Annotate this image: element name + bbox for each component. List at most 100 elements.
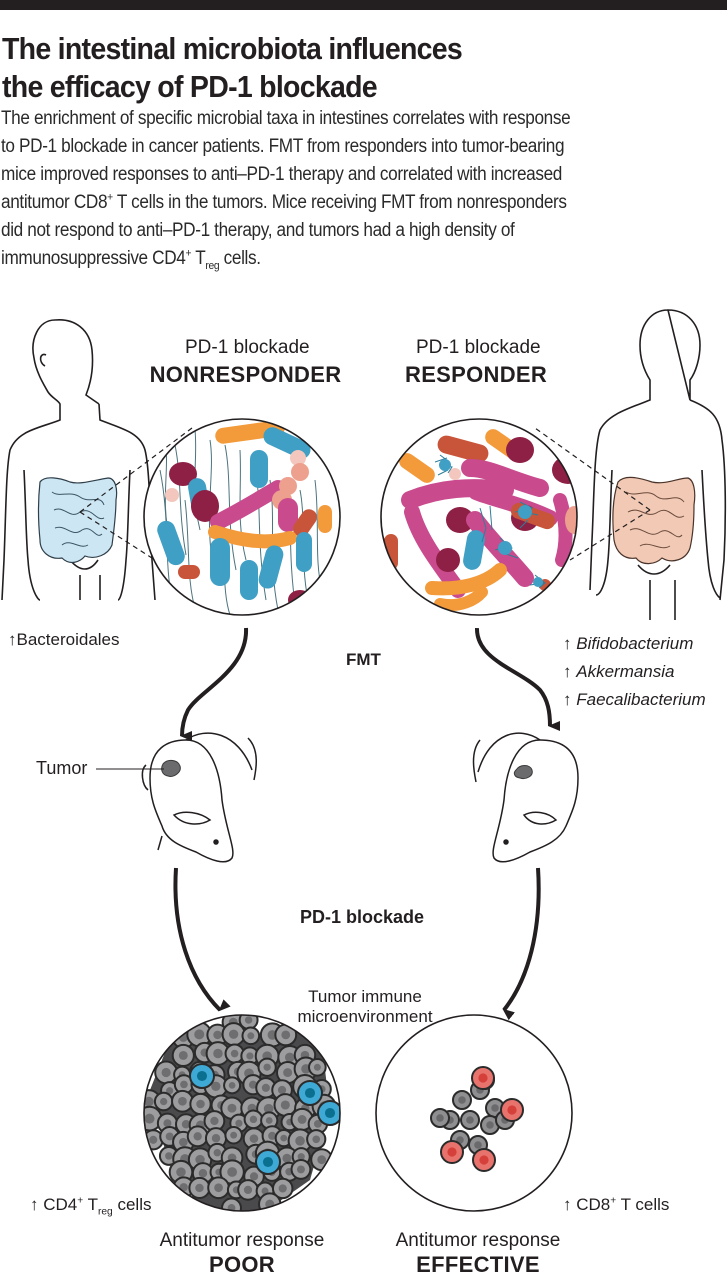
responder-pre-label: PD-1 blockade [416, 337, 541, 358]
tumor-cell-nucleus [179, 1137, 188, 1147]
taxon-item: ↑ Bifidobacterium [563, 630, 706, 658]
tumor-cell-nucleus [195, 1183, 204, 1193]
tumor-cells-poor [144, 1015, 340, 1211]
arrow-fmt-left [180, 627, 249, 742]
tumor-cell-nucleus [149, 1135, 158, 1144]
superscript: + [107, 191, 113, 204]
tumor-responder-icon [513, 765, 533, 779]
cells-text: T cells [616, 1195, 670, 1214]
cd8-t-cell-nucleus [478, 1073, 488, 1083]
tumor-cell-nucleus [317, 1155, 327, 1165]
tumor-cell-nucleus [249, 1172, 259, 1181]
tme-line-1: Tumor immune [308, 987, 422, 1006]
tumor-cell-nucleus [211, 1081, 221, 1092]
taxa-responder: ↑ Bifidobacterium ↑ Akkermansia ↑ Faecal… [563, 630, 706, 714]
tumor-cell-nucleus [166, 1087, 174, 1095]
tumor-cell-nucleus [196, 1099, 205, 1109]
subscript: reg [98, 1206, 113, 1218]
superscript: + [185, 247, 192, 260]
microbiota-circle-responder [380, 418, 578, 616]
summary-line: mice improved responses to anti–PD-1 the… [1, 164, 563, 185]
tumor-cell-nucleus [235, 1119, 243, 1127]
tumor-cell-nucleus [165, 1132, 174, 1141]
effective-result: EFFECTIVE [416, 1252, 540, 1277]
tumor-cell-nucleus [210, 1116, 219, 1126]
summary-fragment: cells. [219, 248, 261, 269]
poor-caption: Antitumor response [159, 1230, 325, 1251]
cd8-t-cell-nucleus [507, 1105, 517, 1115]
tumor-cell-nucleus [268, 1131, 277, 1140]
up-arrow-icon: ↑ [563, 690, 572, 709]
tumor-cell-nucleus [227, 1103, 237, 1113]
human-figure-responder [589, 309, 727, 620]
tumor-cell-nucleus [297, 1115, 307, 1124]
tumor-cell-nucleus [176, 1167, 186, 1177]
tumor-cell-nucleus [277, 1085, 287, 1095]
tumor-cell-nucleus [213, 1048, 223, 1059]
mouse-responder-icon [472, 732, 579, 863]
taxon-name: Bacteroidales [16, 630, 120, 649]
treg-cell-nucleus [304, 1087, 316, 1099]
summary-line: antitumor CD8+ T cells in the tumors. Mi… [1, 189, 689, 217]
summary-line: The enrichment of specific microbial tax… [1, 108, 571, 129]
tumor-cell-nucleus [313, 1120, 322, 1128]
tumor-cell-nucleus [486, 1121, 494, 1129]
tumor-cell-nucleus [178, 1051, 188, 1060]
treg-cell-nucleus [262, 1156, 274, 1168]
taxon-name: Faecalibacterium [576, 690, 706, 709]
arrow-blockade-left [173, 867, 231, 1012]
tumor-cell-nucleus [198, 1168, 208, 1178]
treg-cells-label: ↑ CD4+ Treg cells [30, 1195, 152, 1218]
tumor-cell-nucleus [263, 1063, 271, 1071]
tumor-cell-nucleus [312, 1135, 321, 1144]
tumor-label: Tumor [36, 758, 88, 778]
tumor-circle-poor [143, 1014, 341, 1212]
taxon-item: ↑ Faecalibacterium [563, 686, 706, 714]
human-figure-nonresponder [1, 319, 156, 601]
tumor-cell-nucleus [247, 1032, 255, 1040]
tumor-cell-nucleus [144, 1096, 154, 1107]
title-line-1: The intestinal microbiota influences [2, 31, 463, 66]
tumor-cell-nucleus [144, 1113, 155, 1124]
taxa-nonresponder: ↑Bacteroidales [8, 630, 120, 650]
treg-cell-nucleus [324, 1107, 336, 1119]
tumor-cell-nucleus [296, 1165, 305, 1174]
tumor-cell-nucleus [230, 1049, 239, 1058]
responder-label: RESPONDER [405, 362, 548, 387]
tumor-cell-nucleus [244, 1016, 253, 1024]
tumor-cell-nucleus [280, 1100, 290, 1110]
tumor-cell-nucleus [466, 1116, 474, 1124]
tumor-cell-nucleus [159, 1097, 168, 1106]
summary-fragment: immunosuppressive CD4 [1, 248, 186, 269]
microbiota-circle-nonresponder [143, 418, 341, 616]
cells-text: T [83, 1195, 98, 1214]
tumor-cell-nucleus [281, 1030, 291, 1040]
tumor-cell-nucleus [249, 1134, 259, 1143]
up-arrow-icon: ↑ [30, 1195, 39, 1214]
tumor-cell-nucleus [458, 1096, 466, 1104]
tumor-cell-nucleus [474, 1141, 482, 1149]
intestine-nonresponder-icon [37, 477, 118, 564]
up-arrow-icon: ↑ [8, 630, 17, 649]
tumor-cell-nucleus [195, 1154, 205, 1165]
tumor-cell-nucleus [230, 1131, 238, 1139]
taxon-name: Bifidobacterium [576, 634, 694, 653]
tumor-cell-nucleus [263, 1103, 274, 1114]
summary-fragment: T cells in the tumors. Mice receiving FM… [112, 192, 567, 213]
tumor-cell-nucleus [282, 1153, 292, 1163]
fmt-label: FMT [346, 650, 381, 669]
cells-text: cells [112, 1195, 152, 1214]
subscript: reg [205, 259, 220, 272]
intestine-responder-icon [612, 476, 696, 565]
tumor-cell-nucleus [213, 1030, 222, 1040]
tumor-cell-nucleus [313, 1063, 321, 1071]
tumor-cell-nucleus [436, 1114, 444, 1122]
cd8-t-cell-nucleus [479, 1155, 489, 1165]
up-arrow-icon: ↑ [563, 1195, 572, 1214]
taxon-name: Akkermansia [576, 662, 675, 681]
tumor-cell-nucleus [491, 1104, 499, 1112]
tumor-cell-nucleus [165, 1152, 173, 1160]
blockade-label: PD-1 blockade [300, 907, 425, 927]
tumor-cell-nucleus [278, 1184, 287, 1193]
